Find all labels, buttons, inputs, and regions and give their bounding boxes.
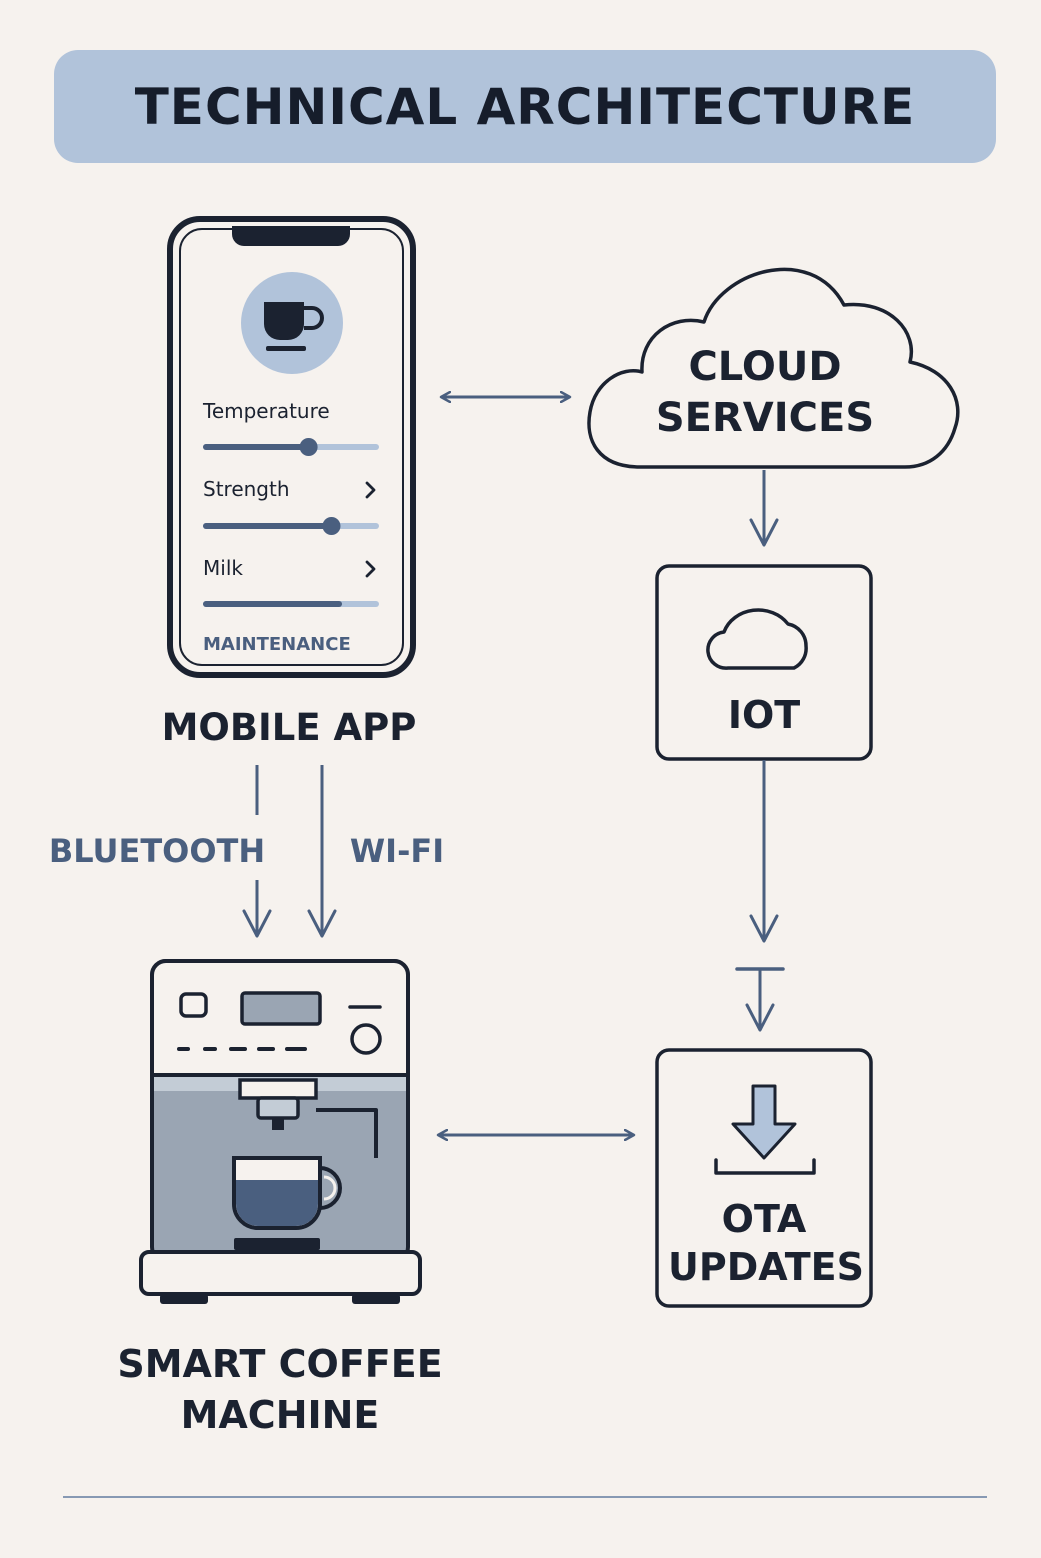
ota-incoming-arrow bbox=[735, 967, 785, 1032]
page-title: TECHNICAL ARCHITECTURE bbox=[134, 77, 916, 136]
coffee-machine-icon bbox=[139, 959, 422, 1304]
cloud-services-label-line2: SERVICES bbox=[656, 395, 874, 441]
strength-slider[interactable] bbox=[203, 517, 379, 535]
bluetooth-label: BLUETOOTH bbox=[49, 832, 265, 870]
ota-label-line1: OTA bbox=[722, 1197, 807, 1241]
cloud-icon bbox=[706, 608, 808, 670]
ota-box bbox=[655, 1048, 873, 1308]
coffee-cup-icon bbox=[241, 272, 343, 374]
temperature-slider-knob bbox=[299, 438, 318, 456]
setting-label-strength: Strength bbox=[203, 477, 290, 501]
cloud-services-label-line1: CLOUD bbox=[688, 344, 841, 390]
chevron-right-icon[interactable] bbox=[365, 481, 376, 499]
machine-label-line1: SMART COFFEE bbox=[117, 1342, 442, 1386]
temperature-slider[interactable] bbox=[203, 438, 379, 456]
iot-box bbox=[655, 564, 873, 761]
cloud-icon bbox=[587, 267, 960, 469]
footer-divider bbox=[63, 1496, 987, 1498]
setting-label-milk: Milk bbox=[203, 556, 243, 580]
strength-slider-fill bbox=[203, 523, 332, 529]
mobile-app-label: MOBILE APP bbox=[162, 706, 417, 749]
download-icon bbox=[714, 1084, 816, 1175]
milk-slider-fill bbox=[203, 601, 343, 607]
maintenance-link[interactable]: MAINTENANCE bbox=[203, 634, 351, 655]
temperature-slider-fill bbox=[203, 444, 309, 450]
chevron-right-icon[interactable] bbox=[365, 560, 376, 578]
milk-slider[interactable] bbox=[203, 601, 379, 607]
setting-label-temperature: Temperature bbox=[202, 399, 330, 423]
machine-label-line2: MACHINE bbox=[181, 1393, 380, 1437]
iot-label: IOT bbox=[728, 693, 800, 737]
phone-notch bbox=[232, 226, 350, 246]
strength-slider-knob bbox=[322, 517, 341, 535]
title-banner: TECHNICAL ARCHITECTURE bbox=[54, 50, 996, 163]
wifi-label: WI-FI bbox=[350, 832, 444, 870]
ota-label-line2: UPDATES bbox=[668, 1245, 864, 1289]
